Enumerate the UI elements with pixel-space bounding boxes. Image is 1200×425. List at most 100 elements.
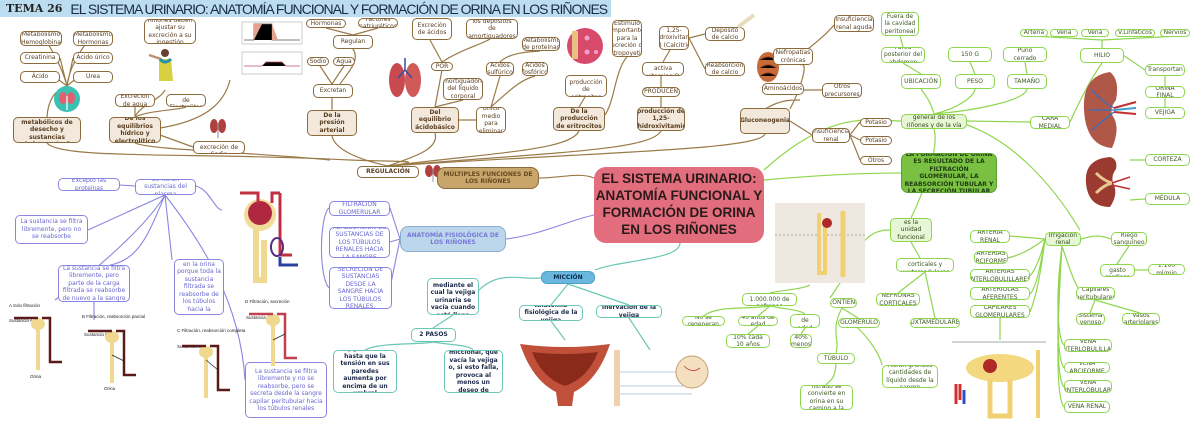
node-2-pasos[interactable]: 2 PASOS bbox=[411, 328, 456, 342]
node-liquido-filtrado[interactable]: El líquido filtrado se convierte en orin… bbox=[800, 385, 853, 410]
node-otros[interactable]: Otros bbox=[860, 156, 892, 165]
node-anatomia-fisiologica[interactable]: ANATOMÍA FISIOLÓGICA DE LOS RIÑONES bbox=[400, 226, 506, 252]
node-regulacion[interactable]: REGULACIÓN bbox=[357, 166, 419, 178]
node-10-porciento[interactable]: 10% cada 10 años bbox=[726, 334, 770, 348]
node-potasio-2[interactable]: Potasio bbox=[860, 136, 892, 145]
main-title[interactable]: EL SISTEMA URINARIO: ANATOMÍA FUNCIONAL … bbox=[594, 167, 764, 243]
node-no-regeneran[interactable]: No se regeneran bbox=[682, 316, 725, 326]
node-amortiguadores[interactable]: Amortiguadores del líquido corporal bbox=[443, 78, 483, 100]
node-arterias-interlobulillares[interactable]: ARTERIAS INTERLOBULILLARES bbox=[970, 269, 1030, 282]
node-aminoacidos[interactable]: Aminoácidos bbox=[762, 83, 804, 95]
node-gasto-cardiaco[interactable]: 22 % del gasto cardíaco bbox=[1100, 264, 1135, 277]
node-altera-sodio[interactable]: Altera excreción de Sodio bbox=[193, 141, 245, 154]
node-capilares-peritubulares[interactable]: Capilares peritubulares bbox=[1076, 287, 1115, 300]
node-acido-fosforico[interactable]: Ácidos fosfórico bbox=[522, 62, 548, 76]
node-orina-final[interactable]: ORINA FINAL bbox=[1145, 86, 1185, 98]
node-producen[interactable]: PRODUCEN bbox=[642, 87, 680, 97]
node-hormonas[interactable]: Hormonas bbox=[306, 19, 346, 28]
node-vena-arciforme[interactable]: VENA ARCIFORME bbox=[1064, 362, 1110, 373]
node-hilio-vena-2[interactable]: Vena bbox=[1081, 29, 1109, 37]
node-yuxtamedulares[interactable]: YUXTAMEDULARES bbox=[910, 318, 960, 328]
node-potasio-1[interactable]: Potasio bbox=[860, 118, 892, 127]
node-hilio-linfaticos[interactable]: V.Linfáticos bbox=[1115, 29, 1155, 37]
node-presion-arterial[interactable]: De la presión arterial bbox=[307, 110, 357, 136]
node-metabolismo-hormonas[interactable]: Metabolismo Hormonas bbox=[73, 31, 113, 46]
node-insuficiencia-renal[interactable]: Insuficiencia renal bbox=[812, 128, 850, 143]
node-metabolismo-hemoglobina[interactable]: Metabolismo Hemoglobina bbox=[20, 31, 62, 46]
node-vena-interlobulillar[interactable]: VENA INTERLOBULILLAR bbox=[1064, 339, 1112, 352]
node-medula[interactable]: MÉDULA bbox=[1145, 193, 1190, 205]
node-multiples-funciones[interactable]: MÚLTIPLES FUNCIONES DE LOS RIÑONES bbox=[437, 167, 539, 189]
node-dihidroxivitamina[interactable]: 1,25-Dihidroxivitamina D3 (Calcitriol) bbox=[659, 26, 689, 50]
node-rinones-ajustar[interactable]: Riñones deben ajustar su excreción a su … bbox=[144, 19, 196, 44]
node-80-anos[interactable]: 80 años de edad bbox=[790, 314, 820, 328]
node-creatinina[interactable]: Creatinina bbox=[20, 52, 60, 64]
node-nefrona-unidad[interactable]: La nefrona es la unidad funcional del ri… bbox=[890, 218, 932, 242]
node-contiene[interactable]: CONTIENE bbox=[830, 298, 857, 308]
node-proceso-miccion[interactable]: Proceso mediante el cual la vejiga urina… bbox=[427, 278, 479, 315]
node-sistema-venoso[interactable]: Sistema venoso bbox=[1076, 313, 1105, 325]
node-hilio-nervios[interactable]: Nervios bbox=[1160, 29, 1190, 37]
node-flujo[interactable]: 1.100 ml/min bbox=[1148, 264, 1185, 275]
node-caso-c[interactable]: No se excreta en la orina porque toda la… bbox=[174, 259, 224, 315]
node-excrecion-electrolitos[interactable]: Excreción de Electrolitos bbox=[166, 94, 206, 107]
node-fuera-cavidad[interactable]: Fuera de la cavidad peritoneal bbox=[881, 12, 919, 36]
node-40-porciento[interactable]: 40% menos bbox=[790, 334, 812, 348]
node-acido-urico[interactable]: Ácido úrico bbox=[73, 52, 113, 64]
node-ubicacion[interactable]: UBICACIÓN bbox=[901, 74, 941, 89]
node-cara-medial[interactable]: CARA MEDIAL bbox=[1030, 116, 1070, 129]
node-puno-cerrado[interactable]: Puño cerrado bbox=[1003, 47, 1047, 62]
node-caso-b[interactable]: La sustancia se filtra libremente, pero … bbox=[58, 265, 130, 302]
node-se-filtran[interactable]: Se filtran sustancias del plasma bbox=[135, 179, 196, 195]
node-organizacion-general[interactable]: Organización general de los riñones y de… bbox=[901, 114, 967, 129]
node-vejiga[interactable]: VEJIGA bbox=[1145, 107, 1185, 119]
node-formacion-orina[interactable]: LA FORMACIÓN DE ORINA ES RESULTADO DE LA… bbox=[901, 153, 997, 193]
node-estimulo-eritropoyetina[interactable]: Estímulo importante para la secreción de… bbox=[612, 20, 642, 57]
node-anatomia-vejiga[interactable]: Anatomía fisiológica de la vejiga bbox=[519, 305, 583, 321]
node-riego-sanguineo[interactable]: Riego sanguíneo bbox=[1111, 232, 1147, 246]
node-nefropatias[interactable]: Nefropatías crónicas bbox=[773, 48, 813, 65]
node-regulan[interactable]: Regulan bbox=[333, 35, 373, 49]
node-nefronas-corticales[interactable]: NEFRONAS CORTICALES bbox=[876, 293, 920, 306]
node-filtracion-glomerular[interactable]: FILTRACIÓN GLOMERULAR bbox=[329, 201, 390, 216]
node-secrecion[interactable]: SECRECIÓN DE SUSTANCIAS DESDE LA SANGRE … bbox=[329, 267, 392, 309]
node-tubulo[interactable]: TÚBULO bbox=[817, 353, 855, 364]
node-metabolismo-proteinas[interactable]: Metabolismo de proteínas bbox=[522, 37, 560, 51]
node-150g[interactable]: 150 G bbox=[948, 47, 992, 62]
node-deposito-calcio[interactable]: Depósito de calcio bbox=[705, 27, 745, 41]
node-por[interactable]: POR bbox=[431, 62, 453, 71]
node-equilibrio-acidobasico[interactable]: Del equilibrio ácidobásico bbox=[411, 107, 459, 133]
node-excepto-proteinas[interactable]: Excepto las proteínas bbox=[58, 178, 120, 191]
node-insuficiencia-aguda[interactable]: Insuficiencia renal aguda bbox=[834, 15, 874, 32]
node-capilares-glomerulares[interactable]: CAPILARES GLOMERULARES bbox=[970, 305, 1030, 318]
node-vena-interlobular[interactable]: VENA INTERLOBULAR bbox=[1064, 380, 1112, 393]
node-unico-medio[interactable]: Único medio para eliminar bbox=[476, 107, 506, 133]
node-arterias-arciformes[interactable]: ARTERIAS ARCIFORMES bbox=[974, 251, 1008, 264]
node-miccion[interactable]: MICCIÓN bbox=[541, 271, 595, 284]
node-produccion-eritrocitos[interactable]: De la producción de eritrocitos bbox=[553, 107, 605, 131]
node-gluconeogenia[interactable]: Gluconeogenia bbox=[740, 108, 790, 134]
node-arteriolas-aferentes[interactable]: ARTERIOLAS AFERENTES bbox=[970, 287, 1030, 300]
node-irrigacion-renal[interactable]: Irrigación renal bbox=[1045, 232, 1081, 246]
node-transportan[interactable]: Transportan bbox=[1145, 64, 1185, 76]
node-pared-posterior[interactable]: Pared posterior del abdomen bbox=[881, 47, 925, 63]
node-inervacion-vejiga[interactable]: Inervación de la vejiga bbox=[596, 305, 662, 318]
node-paso-1[interactable]: Vejiga se llena hasta que la tensión en … bbox=[333, 350, 397, 393]
node-excrecion-agua[interactable]: Excreción de agua bbox=[115, 94, 155, 107]
node-vena-renal[interactable]: VENA RENAL bbox=[1064, 401, 1110, 413]
node-corteza[interactable]: CORTEZA bbox=[1145, 154, 1190, 166]
node-tamano[interactable]: TAMAÑO bbox=[1007, 74, 1047, 89]
node-excretan[interactable]: Excretan bbox=[313, 84, 353, 98]
node-agua[interactable]: Agua bbox=[333, 57, 355, 66]
node-regulacion-depositos[interactable]: Regulación de los depósitos de amortigua… bbox=[466, 19, 518, 39]
node-40-anos[interactable]: 40 años de edad bbox=[738, 316, 778, 326]
node-hilio-vena-1[interactable]: Vena bbox=[1050, 29, 1078, 37]
node-peso[interactable]: PESO bbox=[955, 74, 995, 89]
node-otros-precursores[interactable]: Otros precursores bbox=[822, 83, 862, 98]
node-hilio-arteria[interactable]: Arteria bbox=[1020, 29, 1048, 37]
node-excrecion-acidos[interactable]: Excreción de ácidos bbox=[412, 18, 452, 40]
node-filtran-liquido[interactable]: Filtran grandes cantidades de líquido de… bbox=[882, 365, 938, 388]
node-factores[interactable]: Factores natriuréticos bbox=[358, 18, 398, 28]
node-acido-sulfurico[interactable]: Ácidos sulfúrico bbox=[486, 62, 514, 76]
node-productos-metabolicos[interactable]: De productos metabólicos de desecho y su… bbox=[13, 117, 81, 143]
